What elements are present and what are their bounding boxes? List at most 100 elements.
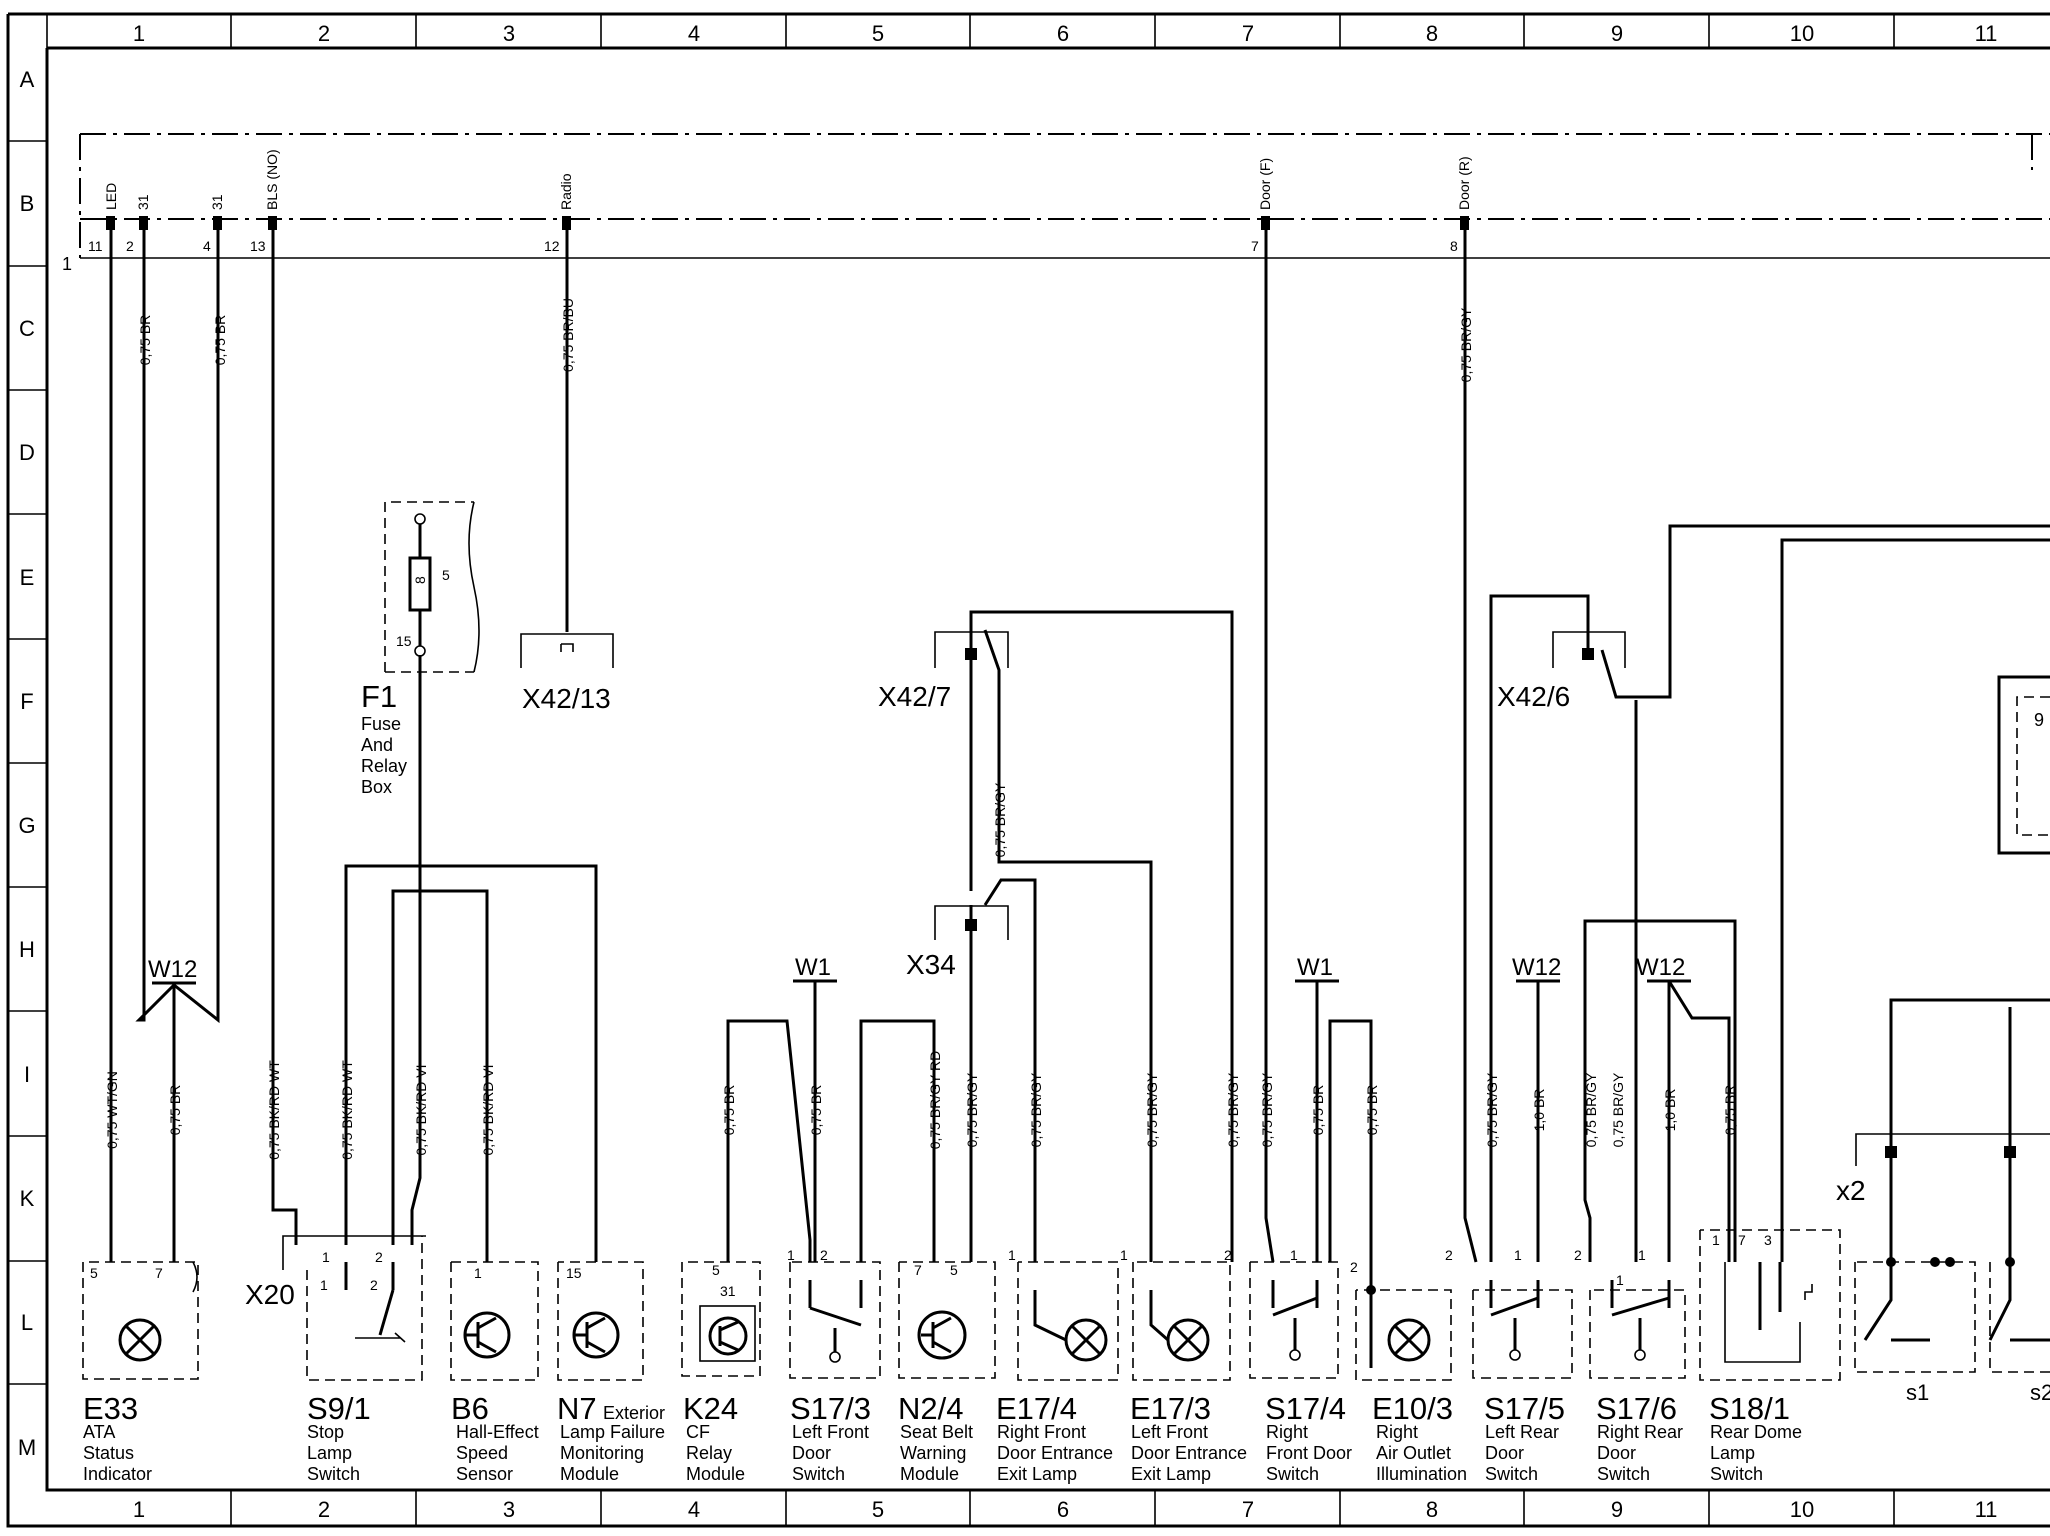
wire-label: 0,75 BR/GY <box>1458 307 1474 382</box>
pin-number: 4 <box>203 238 211 254</box>
fuse-pin: 5 <box>442 567 450 583</box>
grid-row-label: F <box>20 689 33 714</box>
component-desc: Door Entrance <box>1131 1443 1247 1463</box>
pin-label: 2 <box>820 1247 828 1263</box>
pin-label: 1 <box>1616 1272 1624 1288</box>
grid-row-label: M <box>18 1435 36 1460</box>
component-desc: Sensor <box>456 1464 513 1484</box>
sub-switch-label: s1 <box>1906 1380 1929 1405</box>
wire-label: 0,75 BR <box>137 315 153 366</box>
grid-row-label: H <box>19 937 35 962</box>
grid-col-label: 7 <box>1242 1497 1254 1522</box>
pin-label: 5 <box>950 1262 958 1278</box>
top-connector-label: 1 <box>62 254 72 274</box>
wire-label: 0,75 BR/GY <box>1610 1072 1626 1147</box>
grid-row-label: B <box>20 191 35 216</box>
connector-label: X42/6 <box>1497 681 1570 712</box>
pin-name-bls: BLS (NO) <box>264 149 280 210</box>
grid-col-label: 3 <box>503 1497 515 1522</box>
pin-label: 1 <box>322 1249 330 1265</box>
component-e33: E33 ATA Status Indicator <box>83 1391 152 1484</box>
component-desc: Relay <box>686 1443 732 1463</box>
pin-number: 8 <box>1450 238 1458 254</box>
grid-col-label: 5 <box>872 21 884 46</box>
component-desc: Switch <box>1597 1464 1650 1484</box>
pin-label: 2 <box>1445 1247 1453 1263</box>
component-code: S9/1 <box>307 1391 371 1426</box>
pin-label: 1 <box>320 1277 328 1293</box>
grid-row-labels: A B C D E F G H I K L M <box>18 67 36 1460</box>
top-connector-pin-names: LED 31 31 BLS (NO) Radio Door (F) Door (… <box>103 149 1472 210</box>
connector-label: X42/7 <box>878 681 951 712</box>
pin-label: 1 <box>1638 1247 1646 1263</box>
connector-label: X42/13 <box>522 683 611 714</box>
component-desc: Switch <box>1710 1464 1763 1484</box>
grid-col-label: 10 <box>1790 21 1814 46</box>
pin-number: 7 <box>1251 238 1259 254</box>
pin-number: 2 <box>126 238 134 254</box>
component-code: E33 <box>83 1391 138 1426</box>
component-desc: Stop <box>307 1422 344 1442</box>
wire-label: 0,75 BR/GY <box>1259 1072 1275 1147</box>
component-code: S17/6 <box>1596 1391 1677 1426</box>
component-desc: Door <box>792 1443 831 1463</box>
component-code: N2/4 <box>898 1391 963 1426</box>
component-e17-3: E17/3 Left Front Door Entrance Exit Lamp <box>1130 1391 1247 1484</box>
component-desc: Switch <box>1485 1464 1538 1484</box>
wire-label: 0,75 BR/GY <box>964 1072 980 1147</box>
sub-switch-label: s2 <box>2030 1380 2050 1405</box>
component-e10-3: E10/3 Right Air Outlet Illumination <box>1372 1391 1467 1484</box>
component-n2-4: N2/4 Seat Belt Warning Module <box>898 1391 973 1484</box>
grid-row-label: G <box>18 813 35 838</box>
component-desc: Indicator <box>83 1464 152 1484</box>
component-desc: Lamp <box>1710 1443 1755 1463</box>
component-boxes <box>82 1229 2050 1381</box>
component-desc: Right Front <box>997 1422 1086 1442</box>
wire-label: 0,75 BR/GY <box>1028 1072 1044 1147</box>
component-desc: Air Outlet <box>1376 1443 1451 1463</box>
connector-labels: X42/13 X42/7 X34 X42/6 X20 x2 <box>245 681 1866 1310</box>
splice-label: W12 <box>1636 954 1685 981</box>
wire-label: 0,75 BR <box>808 1085 824 1136</box>
diagram-frame <box>6 12 2050 1528</box>
pin-label: 3 <box>1764 1232 1772 1248</box>
component-desc: Rear Dome <box>1710 1422 1802 1442</box>
wire-label: 0,75 WT/GN <box>104 1071 120 1149</box>
wire-label: 0,75 BR/GY <box>992 782 1008 857</box>
grid-col-label: 4 <box>688 1497 700 1522</box>
fuse-pin: 15 <box>396 633 412 649</box>
component-desc: Module <box>560 1464 619 1484</box>
pin-label: 2 <box>1350 1259 1358 1275</box>
component-desc: Exit Lamp <box>997 1464 1077 1484</box>
component-code: K24 <box>683 1391 738 1426</box>
wire-label: 0,75 BK/RD WT <box>339 1060 355 1160</box>
component-desc: Switch <box>1266 1464 1319 1484</box>
component-pin-labels: 5 7 1 2 1 2 1 15 5 31 1 2 7 5 1 1 2 1 2 … <box>90 1232 1772 1299</box>
splice-label: W1 <box>795 954 831 981</box>
component-code: S17/3 <box>790 1391 871 1426</box>
fuse-number: 8 <box>412 576 428 584</box>
component-n7: N7 Exterior Lamp Failure Monitoring Modu… <box>557 1391 665 1484</box>
pin-label: 1 <box>1120 1247 1128 1263</box>
pin-number: 13 <box>250 238 266 254</box>
connector-label: X20 <box>245 1279 295 1310</box>
fuse-box-code: F1 <box>361 679 397 714</box>
grid-row-label: A <box>20 67 35 92</box>
component-desc: Module <box>900 1464 959 1484</box>
wire-label: 1,0 BR <box>1531 1089 1547 1132</box>
pin-label: 15 <box>566 1265 582 1281</box>
fuse-box-f1: 8 5 15 F1 Fuse And Relay Box <box>361 501 480 797</box>
component-code: E10/3 <box>1372 1391 1453 1426</box>
pin-name-door-r: Door (R) <box>1456 156 1472 210</box>
grid-col-label: 1 <box>133 1497 145 1522</box>
pin-label: 1 <box>1514 1247 1522 1263</box>
splices: W12 W1 W1 W12 W12 <box>148 954 1691 985</box>
grid-col-label: 4 <box>688 21 700 46</box>
grid-col-label: 8 <box>1426 21 1438 46</box>
pin-label: 7 <box>155 1265 163 1281</box>
splice-label: W12 <box>1512 954 1561 981</box>
component-desc: Left Front <box>1131 1422 1208 1442</box>
component-s17-3: S17/3 Left Front Door Switch <box>790 1391 871 1484</box>
component-code: E17/4 <box>996 1391 1077 1426</box>
splice-label: W12 <box>148 956 197 983</box>
